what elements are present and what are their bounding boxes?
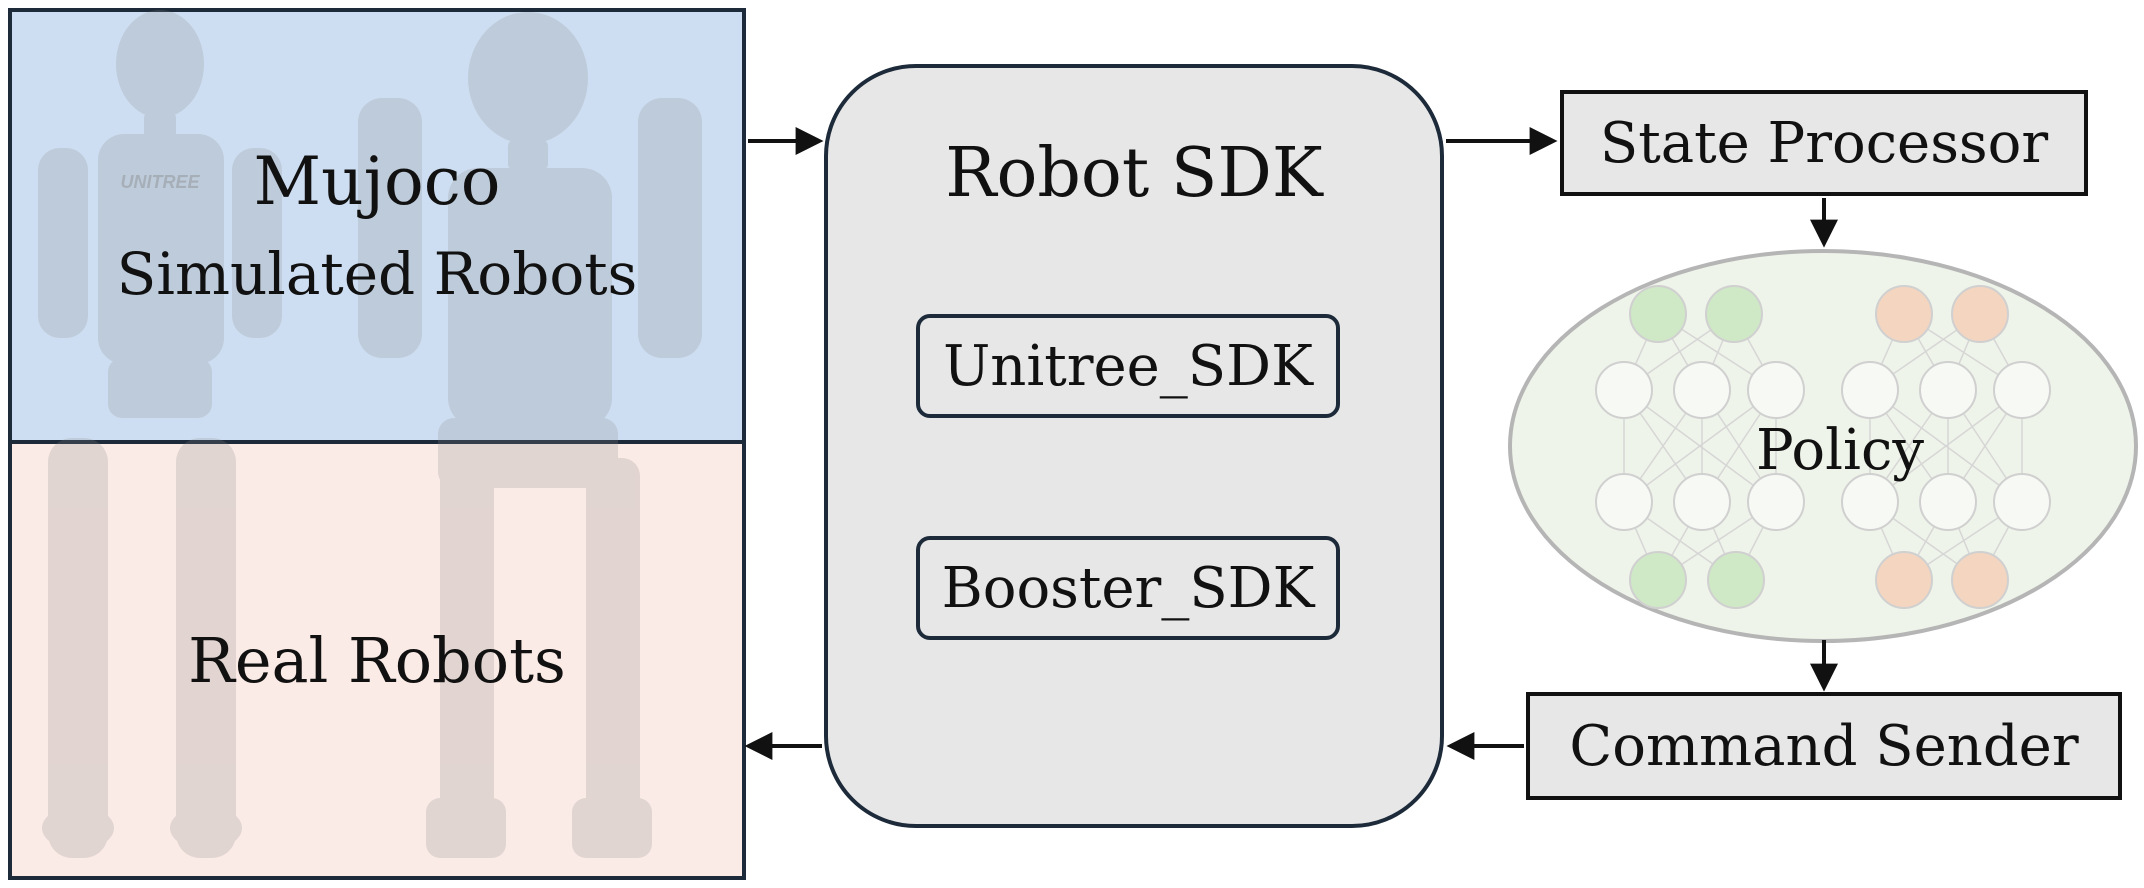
unitree-sdk-box: Unitree_SDK <box>916 314 1340 418</box>
mujoco-title: Mujoco <box>253 142 501 220</box>
simulated-robots-subtitle: Simulated Robots <box>116 240 638 309</box>
state-processor-box: State Processor <box>1560 90 2088 196</box>
real-robots-title: Real Robots <box>188 623 566 697</box>
booster-sdk-box: Booster_SDK <box>916 536 1340 640</box>
network-nodes <box>1595 285 2051 609</box>
simulated-robots-label-group: Mujoco Simulated Robots <box>8 8 746 444</box>
policy-label: Policy <box>1756 417 1924 483</box>
robot-sdk-block <box>824 64 1444 828</box>
simulated-robots-panel <box>8 8 746 444</box>
watermark-text: UNITREE <box>120 172 200 192</box>
policy-network-diagram <box>1508 249 2138 643</box>
robot-sdk-title: Robot SDK <box>945 133 1323 213</box>
command-sender-box: Command Sender <box>1526 692 2122 800</box>
real-robots-panel <box>8 440 746 880</box>
robot-silhouettes-image: UNITREE <box>38 10 702 858</box>
